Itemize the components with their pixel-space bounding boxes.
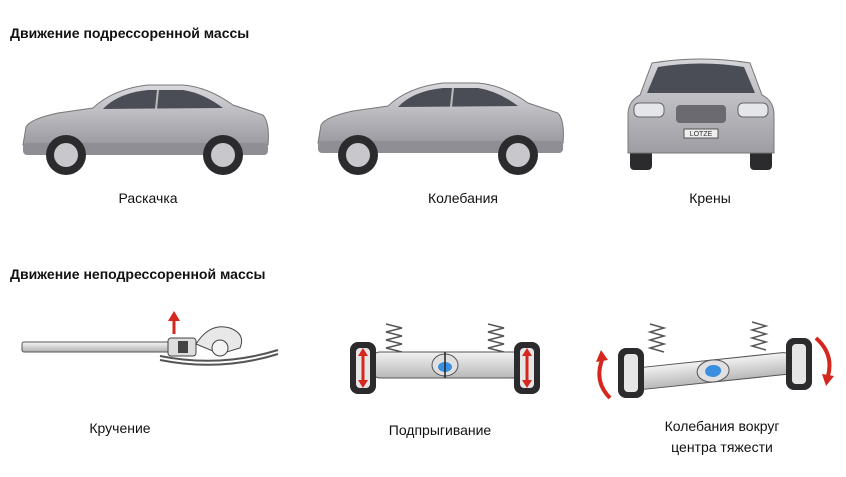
car-side-pitch-icon — [22, 84, 269, 175]
caption-pitch: Раскачка — [118, 190, 178, 206]
caption-tramp: Колебания вокруг центра тяжести — [632, 416, 812, 458]
unsprung-mass-heading: Движение неподрессоренной массы — [10, 266, 266, 282]
caption-bounce: Колебания — [427, 190, 499, 206]
sprung-mass-heading: Движение подрессоренной массы — [10, 25, 250, 41]
caption-windup: Кручение — [89, 420, 151, 436]
caption-tramp-line1: Колебания вокруг — [664, 418, 780, 434]
caption-hop: Подпрыгивание — [388, 422, 492, 438]
caption-tramp-line2: центра тяжести — [671, 439, 773, 455]
caption-roll: Крены — [689, 190, 731, 206]
axle-windup-icon — [21, 311, 279, 366]
car-side-bounce-icon — [317, 82, 564, 175]
svg-text:LOTZE: LOTZE — [690, 131, 713, 138]
axle-hop-icon — [350, 323, 540, 394]
car-front-roll-icon: LOTZE — [627, 58, 775, 170]
axle-tramp-icon — [596, 321, 834, 400]
